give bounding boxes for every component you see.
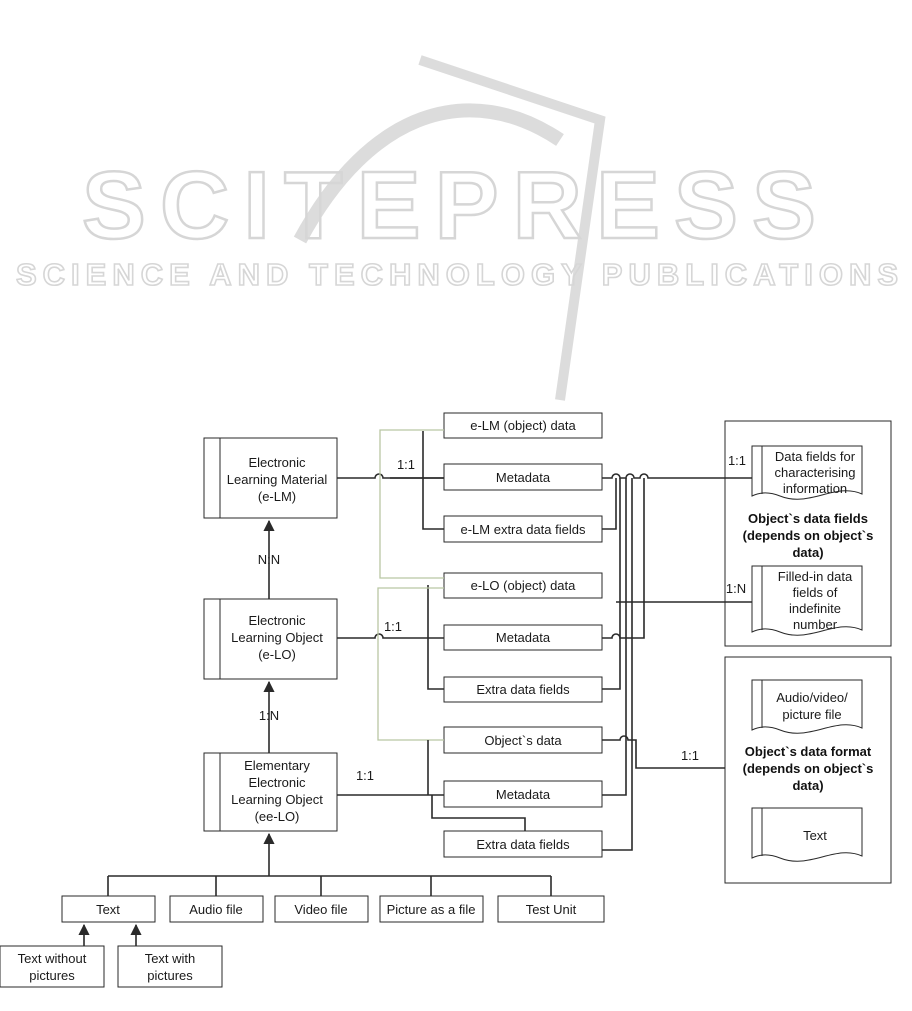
relation-elm: 1:1 [397, 457, 415, 472]
svg-text:Filled-in data: Filled-in data [778, 569, 853, 584]
doc-text-format-label: Text [803, 828, 827, 843]
svg-text:(depends on object`s: (depends on object`s [743, 528, 874, 543]
svg-text:pictures: pictures [29, 968, 75, 983]
type-audio-box [169, 895, 264, 923]
svg-text:picture file: picture file [782, 707, 841, 722]
relation-fields-mid: 1:N [726, 581, 746, 596]
doc-filled-in-label: Filled-in data fields of indefinite numb… [778, 569, 853, 632]
svg-text:(ee-LO): (ee-LO) [255, 809, 300, 824]
svg-text:information: information [783, 481, 847, 496]
svg-text:Learning Object: Learning Object [231, 630, 323, 645]
svg-text:Learning Material: Learning Material [227, 472, 328, 487]
type-video-box [274, 895, 369, 923]
relation-nn: N:N [258, 552, 280, 567]
svg-text:(depends on object`s: (depends on object`s [743, 761, 874, 776]
ee-metadata-box [443, 780, 603, 808]
svg-text:Data fields for: Data fields for [775, 449, 856, 464]
elm-metadata-label: Metadata [496, 470, 551, 485]
elm-extra-label: e-LM extra data fields [460, 522, 586, 537]
elo-extra-label: Extra data fields [476, 682, 570, 697]
type-audio-label: Audio file [189, 902, 242, 917]
relation-format: 1:1 [681, 748, 699, 763]
svg-text:data): data) [792, 778, 823, 793]
publisher-watermark: SCITEPRESS SCIENCE AND TECHNOLOGY PUBLIC… [15, 55, 904, 401]
fields-panel-title: Object`s data fields (depends on object`… [743, 511, 874, 560]
ee-extra-box [443, 830, 603, 858]
elm-data-label: e-LM (object) data [470, 418, 576, 433]
type-video-label: Video file [294, 902, 347, 917]
elm-data-box [443, 412, 603, 439]
svg-text:(e-LM): (e-LM) [258, 489, 296, 504]
elo-metadata-label: Metadata [496, 630, 551, 645]
format-panel-title: Object`s data format (depends on object`… [743, 744, 874, 793]
watermark-brand: SCITEPRESS [82, 152, 830, 259]
doc-audio-video-label: Audio/video/ picture file [776, 690, 848, 722]
relation-fields-top: 1:1 [728, 453, 746, 468]
elo-label: Electronic Learning Object (e-LO) [231, 613, 323, 662]
relation-eelo: 1:1 [356, 768, 374, 783]
doc-characterising-label: Data fields for characterising informati… [775, 449, 856, 496]
elo-box [203, 598, 338, 680]
text-without-pictures-box [0, 945, 105, 988]
relation-1n: 1:N [259, 708, 279, 723]
elo-data-label: e-LO (object) data [471, 578, 577, 593]
elm-metadata-box [443, 463, 603, 491]
elo-metadata-box [443, 624, 603, 651]
type-test-label: Test Unit [526, 902, 577, 917]
svg-text:Electronic: Electronic [248, 455, 306, 470]
ee-data-label: Object`s data [484, 733, 562, 748]
type-picture-box [379, 895, 484, 923]
svg-text:(e-LO): (e-LO) [258, 647, 296, 662]
doc-filled-in-fields [751, 565, 863, 636]
watermark-book-page [418, 55, 606, 401]
svg-text:Text with: Text with [145, 951, 196, 966]
elm-extra-box [443, 515, 603, 543]
type-text-label: Text [96, 902, 120, 917]
connectors [78, 429, 752, 946]
elo-data-box [443, 572, 603, 599]
doc-text-format [751, 807, 863, 862]
eelo-box [203, 752, 338, 832]
svg-text:Elementary: Elementary [244, 758, 310, 773]
ee-data-box [443, 726, 603, 754]
svg-text:fields of: fields of [793, 585, 838, 600]
watermark-tagline: SCIENCE AND TECHNOLOGY PUBLICATIONS [16, 257, 904, 292]
ee-extra-label: Extra data fields [476, 837, 570, 852]
svg-text:indefinite: indefinite [789, 601, 841, 616]
doc-characterising-information [751, 445, 863, 500]
eelo-label: Elementary Electronic Learning Object (e… [231, 758, 323, 824]
svg-text:number: number [793, 617, 838, 632]
svg-text:Learning Object: Learning Object [231, 792, 323, 807]
svg-text:Text without: Text without [18, 951, 87, 966]
doc-audio-video-picture [751, 679, 863, 734]
elm-label: Electronic Learning Material (e-LM) [227, 455, 328, 504]
text-without-pictures-label: Text without pictures [18, 951, 87, 983]
svg-text:pictures: pictures [147, 968, 193, 983]
svg-text:Electronic: Electronic [248, 775, 306, 790]
type-picture-label: Picture as a file [387, 902, 476, 917]
relation-elo: 1:1 [384, 619, 402, 634]
svg-text:Electronic: Electronic [248, 613, 306, 628]
svg-text:data): data) [792, 545, 823, 560]
text-with-pictures-box [117, 945, 223, 988]
elo-extra-box [443, 676, 603, 703]
svg-text:Audio/video/: Audio/video/ [776, 690, 848, 705]
watermark-book-arc [293, 103, 564, 244]
ee-metadata-label: Metadata [496, 787, 551, 802]
svg-text:Object`s data format: Object`s data format [745, 744, 872, 759]
text-with-pictures-label: Text with pictures [145, 951, 196, 983]
svg-text:Object`s data fields: Object`s data fields [748, 511, 868, 526]
svg-text:characterising: characterising [775, 465, 856, 480]
